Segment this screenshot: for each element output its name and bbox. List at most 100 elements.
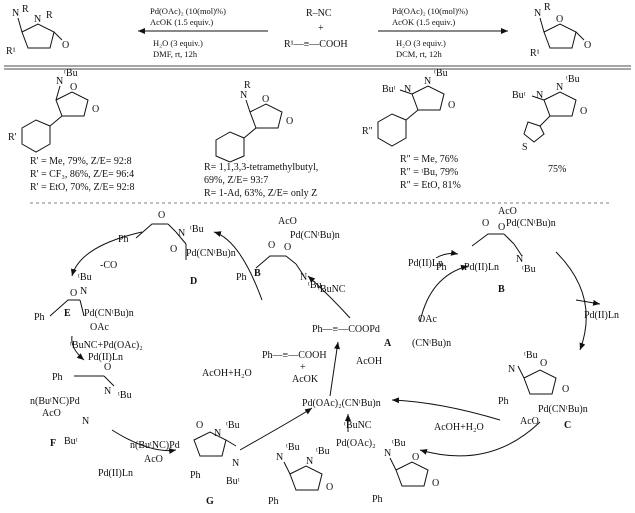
arrow-pdl-out-right: [575, 299, 601, 306]
c-n: N: [508, 364, 515, 375]
f-o: O: [104, 362, 111, 373]
arrow-pd-to-a: [329, 341, 340, 397]
arrow-d-to-e: [70, 231, 143, 277]
example-1: N ᵗBu R' O O R' = Me, 79%, Z/E= 92:8 R' …: [8, 68, 134, 193]
example-1-n: N: [56, 76, 63, 87]
b-right-pd: Pd(CNᵗBu)n: [506, 218, 556, 229]
example-4-n-exo: N: [536, 90, 543, 101]
e-ph: Ph: [34, 312, 45, 323]
example-4-carbonyl-o: O: [580, 106, 587, 117]
pr-carbonyl-o: O: [432, 478, 439, 489]
g-label: G: [206, 496, 214, 507]
reagent-acoh-h2o-left: AcOH+H₂O: [202, 368, 252, 379]
arrow-b-to-d: [213, 231, 263, 301]
example-3-yield-2: R" = ᵗBu, 79%: [400, 167, 458, 178]
example-4-s: S: [522, 142, 528, 153]
arrow-e-to-f: [71, 335, 85, 361]
pb-tbu-ring: ᵗBu: [316, 446, 330, 457]
arrow-f-to-g: [111, 429, 177, 455]
example-3-but: Buᵗ: [382, 84, 396, 95]
d-o2: O: [170, 244, 177, 255]
b-right-aco: AcO: [498, 206, 517, 217]
pb-o: O: [326, 482, 333, 493]
reagent-bunc-center: ᵗBuNC: [318, 284, 346, 295]
b-right-label: B: [498, 284, 505, 295]
b-left-n: N: [300, 272, 307, 283]
reagent-bunc-pdoac: ᵗBuNC+Pd(OAc)₂: [70, 340, 143, 351]
pb-n-ring: N: [306, 456, 313, 467]
f-pd: n(BuᵗNC)Pd: [30, 396, 80, 407]
f-pdl: Pd(II)Ln: [88, 352, 123, 363]
reactants: R–NC + R¹—≡—COOH: [284, 8, 348, 50]
example-4-yield: 75%: [548, 164, 566, 175]
g-n: N: [214, 428, 221, 439]
example-3-n-ring: N: [424, 76, 431, 87]
example-3-n-exo: N: [404, 84, 411, 95]
intermediate-g: O N ᵗBu n(BuᵗNC)Pd AcO N Buᵗ Ph G: [130, 420, 240, 507]
e-label: E: [64, 308, 71, 319]
reagent-pdl-right: Pd(II)Ln: [584, 310, 619, 321]
right-condition-3: H₂O (3 equiv.): [396, 38, 446, 48]
left-conditions: Pd(OAc)₂ (10(mol)%) AcOK (1.5 equiv.) H₂…: [138, 6, 268, 59]
f-ph: Ph: [52, 372, 63, 383]
right-product-r: R: [544, 2, 551, 13]
left-product-r-ring: R: [46, 10, 53, 21]
arrow-c-to-pd: [391, 397, 501, 421]
g-ph: Ph: [190, 470, 201, 481]
example-2-n: N: [240, 90, 247, 101]
example-3-yield-3: R" = EtO, 81%: [400, 180, 461, 191]
example-1-yield-1: R' = Me, 79%, Z/E= 92:8: [30, 156, 132, 167]
intermediate-d: Ph O N ᵗBu O Pd(CNᵗBu)n D: [118, 210, 236, 287]
intermediate-b-left: AcO Pd(CNᵗBu)n O O N ᵗBu Ph B: [236, 216, 340, 291]
f-n-amide: N: [104, 386, 111, 397]
b-left-ph: Ph: [236, 272, 247, 283]
pr-ph: Ph: [372, 494, 383, 505]
left-product-n: N: [12, 8, 19, 19]
mechanism-reagents: -CO ᵗBuNC+Pd(OAc)₂ ᵗBuNC Pd(II)Ln Pd(II)…: [70, 258, 619, 479]
g-pd: n(BuᵗNC)Pd: [130, 440, 180, 451]
b-left-o1: O: [268, 240, 275, 251]
e-pd: Pd(CNᵗBu)n: [84, 308, 134, 319]
reagent-co: -CO: [100, 260, 117, 271]
c-label: C: [564, 420, 571, 431]
example-3: Buᵗ N N ᵗBu R" O R" = Me, 76% R" = ᵗBu, …: [362, 68, 461, 191]
c-ph: Ph: [498, 396, 509, 407]
product-right: N ᵗBu O O Ph: [372, 438, 439, 505]
example-2-ring-o: O: [262, 94, 269, 105]
b-right-o1: O: [482, 218, 489, 229]
left-condition-1: Pd(OAc)₂ (10(mol)%): [150, 6, 226, 16]
product-bottom: N ᵗBu N ᵗBu Ph O: [268, 442, 333, 507]
b-left-label: B: [254, 268, 261, 279]
reagent-acoh-h2o-right: AcOH+H₂O: [434, 422, 484, 433]
g-o: O: [196, 420, 203, 431]
example-1-yield-3: R' = EtO, 70%, Z/E= 92:8: [30, 182, 134, 193]
left-product-r1: R¹: [6, 46, 16, 57]
d-o1: O: [158, 210, 165, 221]
reactant-plus: +: [318, 23, 324, 34]
example-4-tbu: ᵗBu: [566, 74, 580, 85]
right-condition-2: AcOK (1.5 equiv.): [392, 17, 455, 27]
left-product-o: O: [62, 40, 69, 51]
arrow-b-to-c: [555, 251, 587, 351]
intermediate-e: ᵗBu Ph N Pd(CNᵗBu)n OAc O E: [34, 272, 134, 333]
f-but: Buᵗ: [64, 436, 78, 447]
example-3-r-double-prime: R": [362, 126, 373, 137]
example-3-tbu: ᵗBu: [434, 68, 448, 79]
right-product-r1: R¹: [530, 48, 540, 59]
a-cnbu: (CNᵗBu)n: [412, 338, 451, 349]
c-carbonyl-o: O: [562, 384, 569, 395]
b-right-n: N: [516, 254, 523, 265]
f-tbu: ᵗBu: [118, 390, 132, 401]
example-2-r: R: [244, 80, 251, 91]
left-condition-2: AcOK (1.5 equiv.): [150, 17, 213, 27]
pb-ph: Ph: [268, 496, 279, 507]
left-condition-4: DMF, rt, 12h: [153, 49, 198, 59]
right-product-n: N: [534, 8, 541, 19]
arrow-g-to-pd: [239, 407, 313, 451]
intermediate-f: Pd(II)Ln Ph O n(BuᵗNC)Pd N ᵗBu AcO N Buᵗ…: [30, 352, 132, 449]
pb-tbu-exo: ᵗBu: [286, 442, 300, 453]
example-4-but: Buᵗ: [512, 90, 526, 101]
a-oac: OAc: [418, 314, 437, 325]
right-product-ring-o: O: [556, 14, 563, 25]
example-4-n-ring: N: [556, 82, 563, 93]
